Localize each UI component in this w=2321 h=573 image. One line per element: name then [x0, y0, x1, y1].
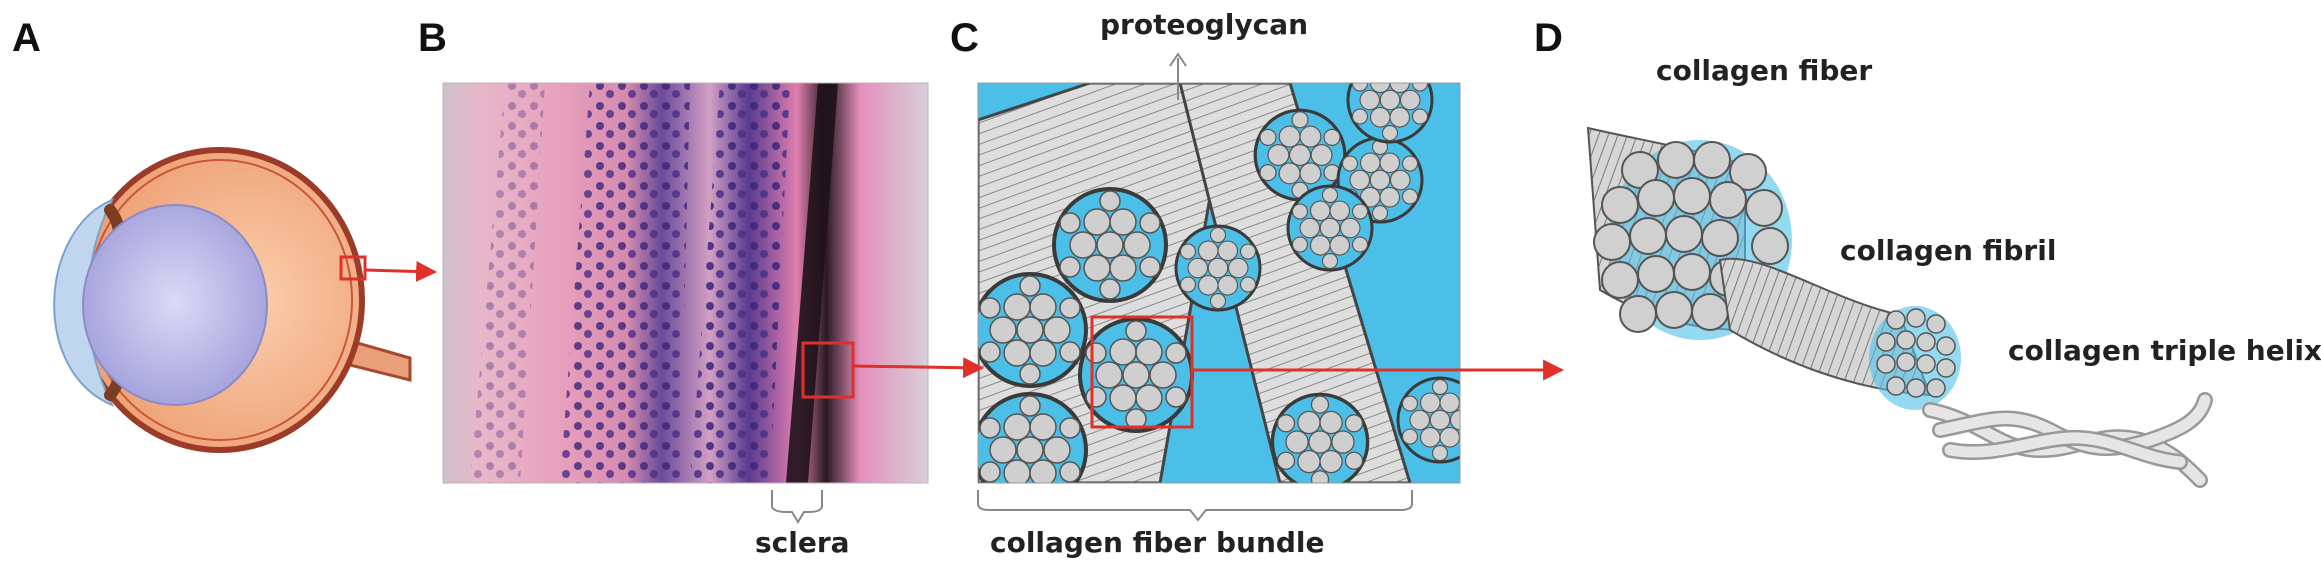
label-proteoglycan: proteoglycan — [1100, 8, 1309, 41]
label-collagen-fiber: collagen fiber — [1656, 54, 1873, 87]
arrow-histology-to-bundle — [852, 357, 985, 379]
label-collagen-fiber-bundle: collagen fiber bundle — [990, 526, 1325, 559]
label-sclera: sclera — [755, 526, 850, 559]
collagen-fiber-bundle-illustration — [977, 52, 1461, 522]
eye-illustration — [53, 147, 412, 453]
label-collagen-fibril: collagen fibril — [1840, 234, 2057, 267]
panel-letter-d: D — [1534, 16, 1563, 60]
panel-letter-b: B — [418, 16, 447, 60]
arrow-eye-to-histology — [364, 260, 438, 282]
label-collagen-triple-helix: collagen triple helix — [2008, 334, 2321, 367]
sclera-histology-image — [442, 82, 929, 524]
panel-letter-c: C — [950, 16, 979, 60]
panel-letter-a: A — [12, 16, 41, 60]
